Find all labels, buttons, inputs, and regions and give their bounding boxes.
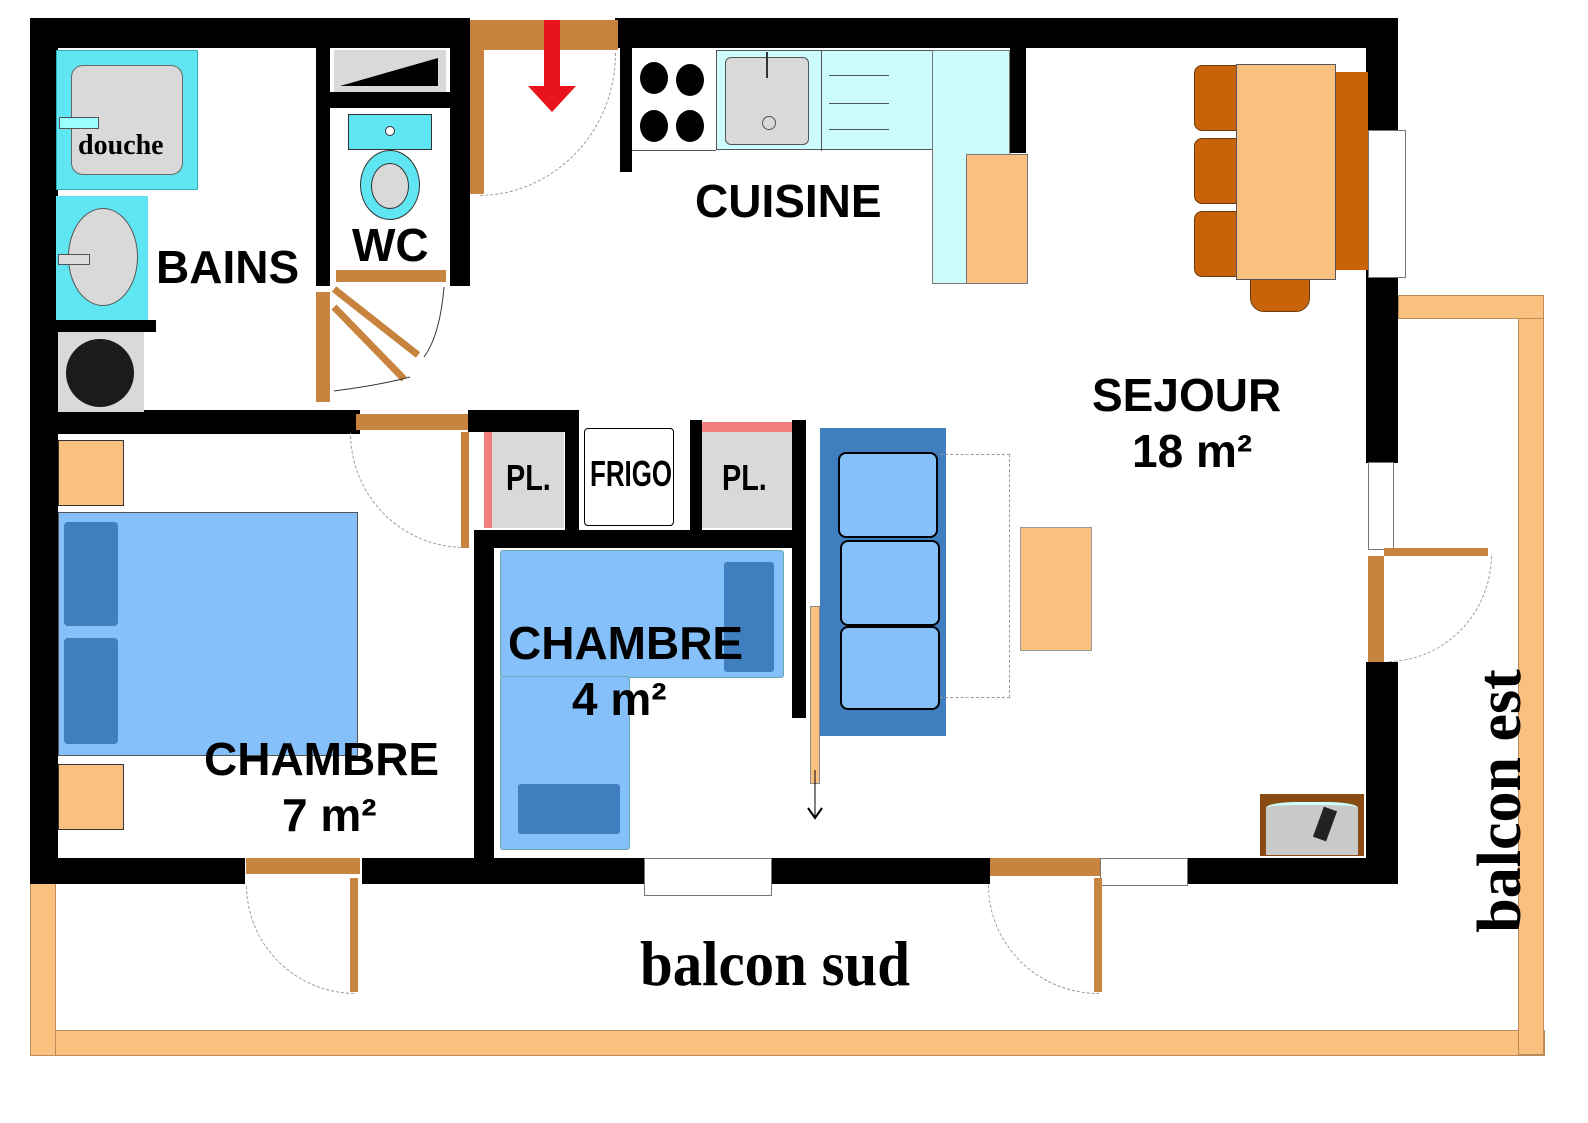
wall-placard-1 — [565, 410, 579, 530]
door-balcony-east[interactable] — [1368, 556, 1384, 662]
door-balcony-south-2[interactable] — [990, 858, 1102, 876]
dining-chair — [1194, 138, 1240, 204]
door-closet-frame[interactable] — [316, 292, 330, 402]
placard-right-label: PL. — [722, 457, 767, 498]
wall-top-right — [615, 18, 1398, 48]
wall-left — [30, 18, 58, 884]
toilet-icon — [348, 114, 432, 224]
chambre-4-area: 4 m² — [572, 673, 667, 725]
wall-right-upper — [1366, 18, 1398, 133]
wall-right-lower — [1366, 662, 1398, 884]
window-south — [644, 858, 772, 896]
sliding-door[interactable] — [810, 606, 820, 784]
cuisine-label: CUISINE — [695, 175, 882, 227]
sink — [725, 52, 809, 145]
placard-left[interactable] — [484, 432, 564, 528]
wall-top — [30, 18, 470, 48]
placard-left-label: PL. — [506, 457, 551, 498]
dining-table — [1236, 64, 1336, 280]
door-balcony-south-1[interactable] — [246, 858, 360, 874]
wall-chambre2-top — [476, 530, 806, 548]
pillow — [64, 522, 118, 626]
wall-placard-2 — [690, 420, 702, 530]
wall-kitchen-stub — [620, 48, 632, 172]
wall-wc-right — [450, 18, 470, 286]
sliding-door-arrow-icon — [807, 770, 823, 820]
door-chambre-7[interactable] — [356, 414, 468, 430]
tv-cabinet — [1260, 794, 1364, 856]
cooktop — [632, 50, 716, 151]
balcony-south-rail-left — [30, 878, 56, 1056]
wall-kitchen-right — [1010, 48, 1026, 153]
wall-bottom-4 — [1188, 858, 1398, 884]
sofa-bed-outline — [940, 454, 1010, 698]
chambre-7-label: CHAMBRE — [204, 733, 440, 785]
wall-corridor-bottom — [468, 410, 578, 432]
dining-bench — [1334, 72, 1368, 270]
wall-bottom-2 — [362, 858, 654, 884]
balcony-east-label: balcon est — [1466, 669, 1534, 933]
sofa-cushion — [838, 452, 938, 538]
door-chambre-7-leaf[interactable] — [461, 432, 469, 548]
washbasin — [56, 196, 148, 320]
balcony-east-rail-right — [1518, 295, 1544, 1055]
window-east-mid — [1368, 462, 1394, 550]
sofa-cushion — [840, 626, 940, 710]
shower-tray — [56, 50, 198, 190]
balcony-south-rail-bottom — [30, 1030, 1545, 1056]
placard-right[interactable] — [702, 422, 792, 528]
balcony-south-label: balcon sud — [640, 928, 910, 999]
wc-label: WC — [352, 219, 429, 271]
pillow — [518, 784, 620, 834]
door-wc[interactable] — [336, 270, 446, 282]
sejour-label: SEJOUR — [1092, 369, 1282, 421]
dining-chair — [1194, 211, 1240, 277]
wall-bains-laundry — [58, 320, 156, 332]
wall-bains-bottom — [30, 410, 360, 434]
sejour-area: 18 m² — [1132, 425, 1253, 477]
nightstand — [58, 764, 124, 830]
pillow — [64, 638, 118, 744]
wc-shelf — [334, 50, 446, 92]
bains-label: BAINS — [156, 241, 300, 293]
chambre-4-label: CHAMBRE — [508, 617, 744, 669]
wall-bains-wc — [316, 18, 330, 286]
coffee-table — [1020, 527, 1092, 651]
closet-folding-door[interactable] — [330, 285, 450, 395]
dining-chair — [1194, 65, 1240, 131]
pillow — [724, 562, 774, 672]
wall-chambre2-right — [792, 420, 806, 718]
sofa-cushion — [840, 540, 940, 626]
door-balcony-east-leaf[interactable] — [1384, 548, 1488, 556]
door-balcony-south-2-fixed — [1100, 858, 1188, 886]
wall-right-mid — [1366, 268, 1398, 463]
wall-bottom-1 — [30, 858, 245, 884]
window-east-top — [1368, 130, 1406, 278]
wall-chambre2-left — [474, 530, 494, 860]
shower-label: douche — [78, 130, 164, 161]
frigo — [584, 428, 674, 526]
kitchen-cabinet — [966, 154, 1028, 284]
washing-machine — [58, 332, 144, 412]
entrance-arrow-icon — [528, 20, 576, 112]
frigo-label: FRIGO — [590, 453, 673, 494]
wall-wc-shelf — [316, 92, 470, 108]
wall-bottom-3 — [772, 858, 990, 884]
nightstand — [58, 440, 124, 506]
chambre-7-area: 7 m² — [282, 789, 377, 841]
balcony-east-rail-top — [1398, 295, 1544, 319]
dining-chair — [1250, 278, 1310, 312]
